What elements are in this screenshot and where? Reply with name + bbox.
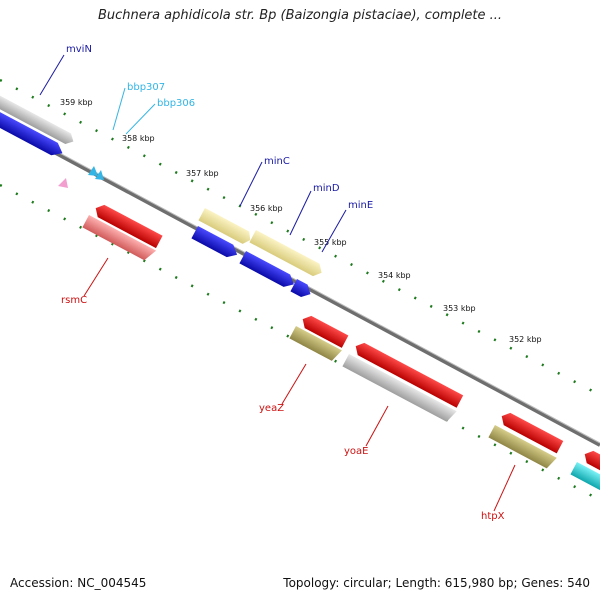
gene-label-minC[interactable]: minC <box>264 156 290 167</box>
scale-label-357: 357 kbp <box>186 169 219 178</box>
gene-yeaZ-red[interactable] <box>299 313 349 348</box>
leader-line-bbp306 <box>125 103 156 135</box>
gene-cyan-edge[interactable] <box>570 462 600 494</box>
scale-label-356: 356 kbp <box>250 204 283 213</box>
scale-label-359: 359 kbp <box>60 98 93 107</box>
gene-label-mviN[interactable]: mviN <box>66 44 92 55</box>
leader-line-minC <box>239 161 263 207</box>
leader-line-yoaE <box>365 405 389 447</box>
gene-small-pink-marker[interactable] <box>58 178 68 188</box>
outer-tick-track <box>0 78 600 397</box>
gene-label-minE[interactable]: minE <box>348 200 373 211</box>
gene-yoaE-gray[interactable] <box>342 354 457 424</box>
gene-label-bbp307[interactable]: bbp307 <box>127 82 165 93</box>
gene-label-rsmC[interactable]: rsmC <box>61 295 87 306</box>
scale-label-352: 352 kbp <box>509 335 542 344</box>
gene-label-minD[interactable]: minD <box>313 183 340 194</box>
gene-rsmC-pink[interactable] <box>82 215 157 263</box>
gene-bbp306-marker[interactable] <box>95 170 104 180</box>
gene-mviN-outer-gray[interactable] <box>0 93 76 147</box>
scale-label-353: 353 kbp <box>443 304 476 313</box>
gene-label-yeaZ[interactable]: yeaZ <box>259 403 284 414</box>
leader-line-rsmC <box>83 257 109 297</box>
genome-summary-text: Topology: circular; Length: 615,980 bp; … <box>283 576 590 590</box>
gene-htpX-olive[interactable] <box>488 425 557 470</box>
accession-text: Accession: NC_004545 <box>10 576 147 590</box>
scale-label-355: 355 kbp <box>314 238 347 247</box>
gene-minD-blue[interactable] <box>239 251 297 291</box>
map-title: Buchnera aphidicola str. Bp (Baizongia p… <box>97 8 503 23</box>
gene-bbp307-marker[interactable] <box>88 166 98 176</box>
leader-line-yeaZ <box>281 363 307 405</box>
leader-line-htpX <box>493 464 516 512</box>
gene-label-htpX[interactable]: htpX <box>481 511 505 522</box>
leader-line-minE <box>321 209 347 253</box>
gene-rsmC-red[interactable] <box>92 202 163 249</box>
gene-red-edge[interactable] <box>581 448 600 480</box>
scale-label-354: 354 kbp <box>378 271 411 280</box>
leader-line-mviN <box>39 54 65 96</box>
gene-yeaZ-olive[interactable] <box>289 326 342 363</box>
gene-yoaE-red[interactable] <box>352 340 464 408</box>
gene-htpX-red[interactable] <box>498 410 564 454</box>
gene-minC-blue[interactable] <box>191 226 240 261</box>
leader-line-bbp307 <box>112 87 126 131</box>
gene-label-yoaE[interactable]: yoaE <box>344 446 368 457</box>
gene-minD-yellow[interactable] <box>249 230 324 279</box>
gene-label-bbp306[interactable]: bbp306 <box>157 98 195 109</box>
gene-minE-blue[interactable] <box>290 279 313 300</box>
leader-line-minD <box>289 190 312 236</box>
gene-mviN-blue[interactable] <box>0 110 66 159</box>
gene-minC-yellow[interactable] <box>198 208 253 246</box>
scale-label-358: 358 kbp <box>122 134 155 143</box>
